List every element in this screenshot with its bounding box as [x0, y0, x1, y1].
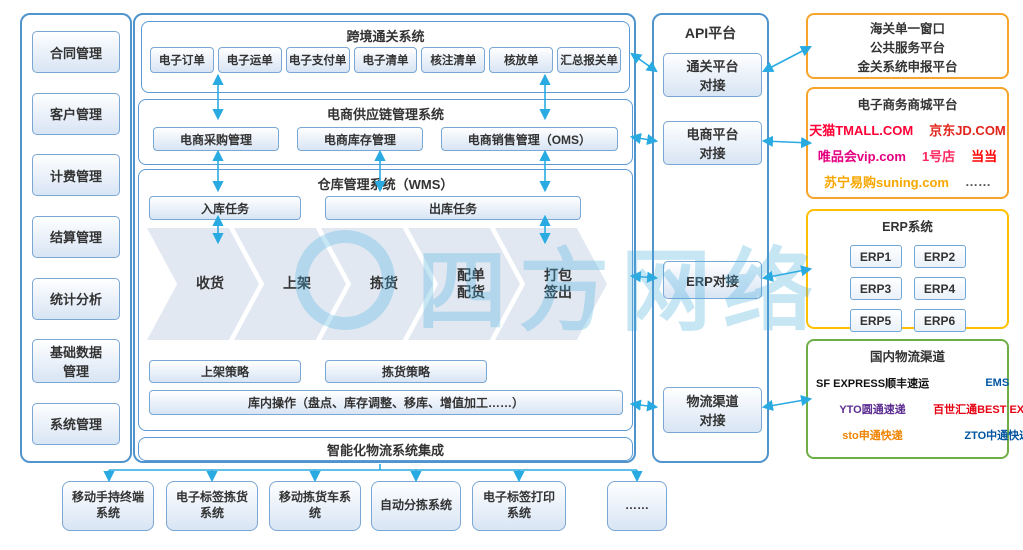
erp-systems-box: ERP系统 ERP1 ERP2 ERP3 ERP4 ERP5 ERP6 …… [806, 209, 1009, 353]
main-system-panel: 跨境通关系统 电子订单 电子运单 电子支付单 电子清单 核注清单 核放单 汇总报… [133, 13, 636, 463]
suning-logo: 苏宁易购suning.com [824, 175, 949, 190]
customs-system-title: 跨境通关系统 [346, 29, 425, 44]
best-express-logo: 百世汇通BEST EXPRESS [933, 404, 1023, 416]
erp-systems-title: ERP系统 [882, 220, 933, 234]
scm-purchase-box: 电商采购管理 [153, 127, 279, 151]
api-platform-title: API平台 [684, 25, 737, 41]
wms-system-box: 仓库管理系统（WMS） 入库任务 出库任务 收货 上架 拣货 配单配货 打包签出… [138, 169, 633, 431]
label-printing-system-box: 电子标签打印系统 [472, 481, 566, 531]
customs-platform-line: 金关系统申报平台 [857, 60, 958, 74]
scm-oms-box: 电商销售管理（OMS） [440, 127, 618, 151]
sto-logo: sto申通快递 [842, 430, 903, 442]
domestic-logistics-title: 国内物流渠道 [869, 350, 945, 364]
erp-chip: ERP1 [849, 245, 902, 268]
electronic-label-picking-system-box: 电子标签拣货系统 [166, 481, 258, 531]
customs-platform-line: 公共服务平台 [869, 41, 945, 55]
picking-strategy-box: 拣货策略 [325, 360, 487, 383]
sidebar-item-system: 系统管理 [32, 402, 120, 445]
sidebar-item-statistics: 统计分析 [32, 277, 120, 320]
sidebar-item-billing: 计费管理 [32, 154, 120, 197]
doc-box-payment: 电子支付单 [285, 47, 350, 73]
zto-logo: ZTO中通快递 [964, 430, 1023, 442]
erp-chip: ERP4 [913, 277, 966, 300]
doc-box-waybill: 电子运单 [217, 47, 282, 73]
jd-logo: 京东JD.COM [929, 123, 1006, 138]
api-platform-panel: API平台 通关平台对接 电商平台对接 ERP对接 物流渠道对接 [652, 13, 769, 463]
erp-chip: ERP5 [849, 309, 902, 332]
customs-system-box: 跨境通关系统 电子订单 电子运单 电子支付单 电子清单 核注清单 核放单 汇总报… [141, 21, 630, 93]
auto-sorting-system-box: 自动分拣系统 [371, 481, 461, 531]
sidebar-item-contract: 合同管理 [32, 31, 120, 73]
erp-chip: ERP6 [913, 309, 966, 332]
vip-logo: 唯品会vip.com [817, 149, 906, 164]
outbound-task-box: 出库任务 [325, 196, 581, 220]
flow-step-receiving: 收货 [147, 228, 259, 340]
left-module-panel: 合同管理 客户管理 计费管理 结算管理 统计分析 基础数据管理 系统管理 [20, 13, 132, 463]
sf-express-logo: SF EXPRESS顺丰速运 [816, 378, 930, 390]
scm-system-box: 电商供应链管理系统 电商采购管理 电商库存管理 电商销售管理（OMS） [138, 99, 633, 165]
handheld-terminal-system-box: 移动手持终端系统 [62, 481, 154, 531]
sidebar-item-settlement: 结算管理 [32, 215, 120, 258]
yto-logo: YTO圆通速递 [839, 404, 906, 416]
wms-process-flow: 收货 上架 拣货 配单配货 打包签出 [147, 228, 607, 340]
customs-platforms-box: 海关单一窗口 公共服务平台 金关系统申报平台 [806, 13, 1009, 79]
sidebar-item-customer: 客户管理 [32, 92, 120, 135]
api-logistics-connect-box: 物流渠道对接 [663, 387, 762, 433]
yhd-logo: 1号店 [921, 149, 956, 164]
erp-chip: ERP2 [913, 245, 966, 268]
ems-logo: EMS [985, 377, 1010, 389]
logistics-integration-bar: 智能化物流系统集成 [138, 437, 633, 461]
warehouse-operations-box: 库内操作（盘点、库存调整、移库、增值加工……） [149, 390, 623, 415]
mobile-picking-cart-system-box: 移动拣货车系统 [269, 481, 361, 531]
api-ecommerce-connect-box: 电商平台对接 [663, 121, 762, 165]
sidebar-item-basic-data: 基础数据管理 [32, 339, 120, 384]
erp-chip: ERP3 [849, 277, 902, 300]
scm-modules-row: 电商采购管理 电商库存管理 电商销售管理（OMS） [139, 123, 632, 151]
ecommerce-malls-title: 电子商务商城平台 [857, 98, 958, 112]
api-erp-connect-box: ERP对接 [663, 261, 762, 299]
wms-system-title: 仓库管理系统（WMS） [317, 177, 454, 192]
customs-docs-row: 电子订单 电子运单 电子支付单 电子清单 核注清单 核放单 汇总报关单 [142, 45, 629, 73]
more-ellipsis: …… [964, 174, 991, 189]
doc-box-verification-list: 核注清单 [421, 47, 486, 73]
doc-box-summary-declaration: 汇总报关单 [557, 47, 622, 73]
doc-box-order: 电子订单 [150, 47, 214, 73]
customs-platform-line: 海关单一窗口 [869, 22, 945, 36]
doc-box-list: 电子清单 [353, 47, 418, 73]
scm-system-title: 电商供应链管理系统 [326, 107, 444, 122]
shelving-strategy-box: 上架策略 [149, 360, 301, 383]
tmall-logo: 天猫TMALL.COM [809, 123, 914, 138]
scm-inventory-box: 电商库存管理 [296, 127, 423, 151]
dangdang-logo: 当当 [971, 149, 998, 164]
api-customs-connect-box: 通关平台对接 [663, 53, 762, 97]
ecommerce-malls-box: 电子商务商城平台 天猫TMALL.COM 京东JD.COM 唯品会vip.com… [806, 87, 1009, 199]
domestic-logistics-box: 国内物流渠道 SF EXPRESS顺丰速运 EMS YTO圆通速递 百世汇通BE… [806, 339, 1023, 459]
doc-box-release: 核放单 [489, 47, 554, 73]
more-systems-box: …… [607, 481, 667, 531]
inbound-task-box: 入库任务 [149, 196, 301, 220]
